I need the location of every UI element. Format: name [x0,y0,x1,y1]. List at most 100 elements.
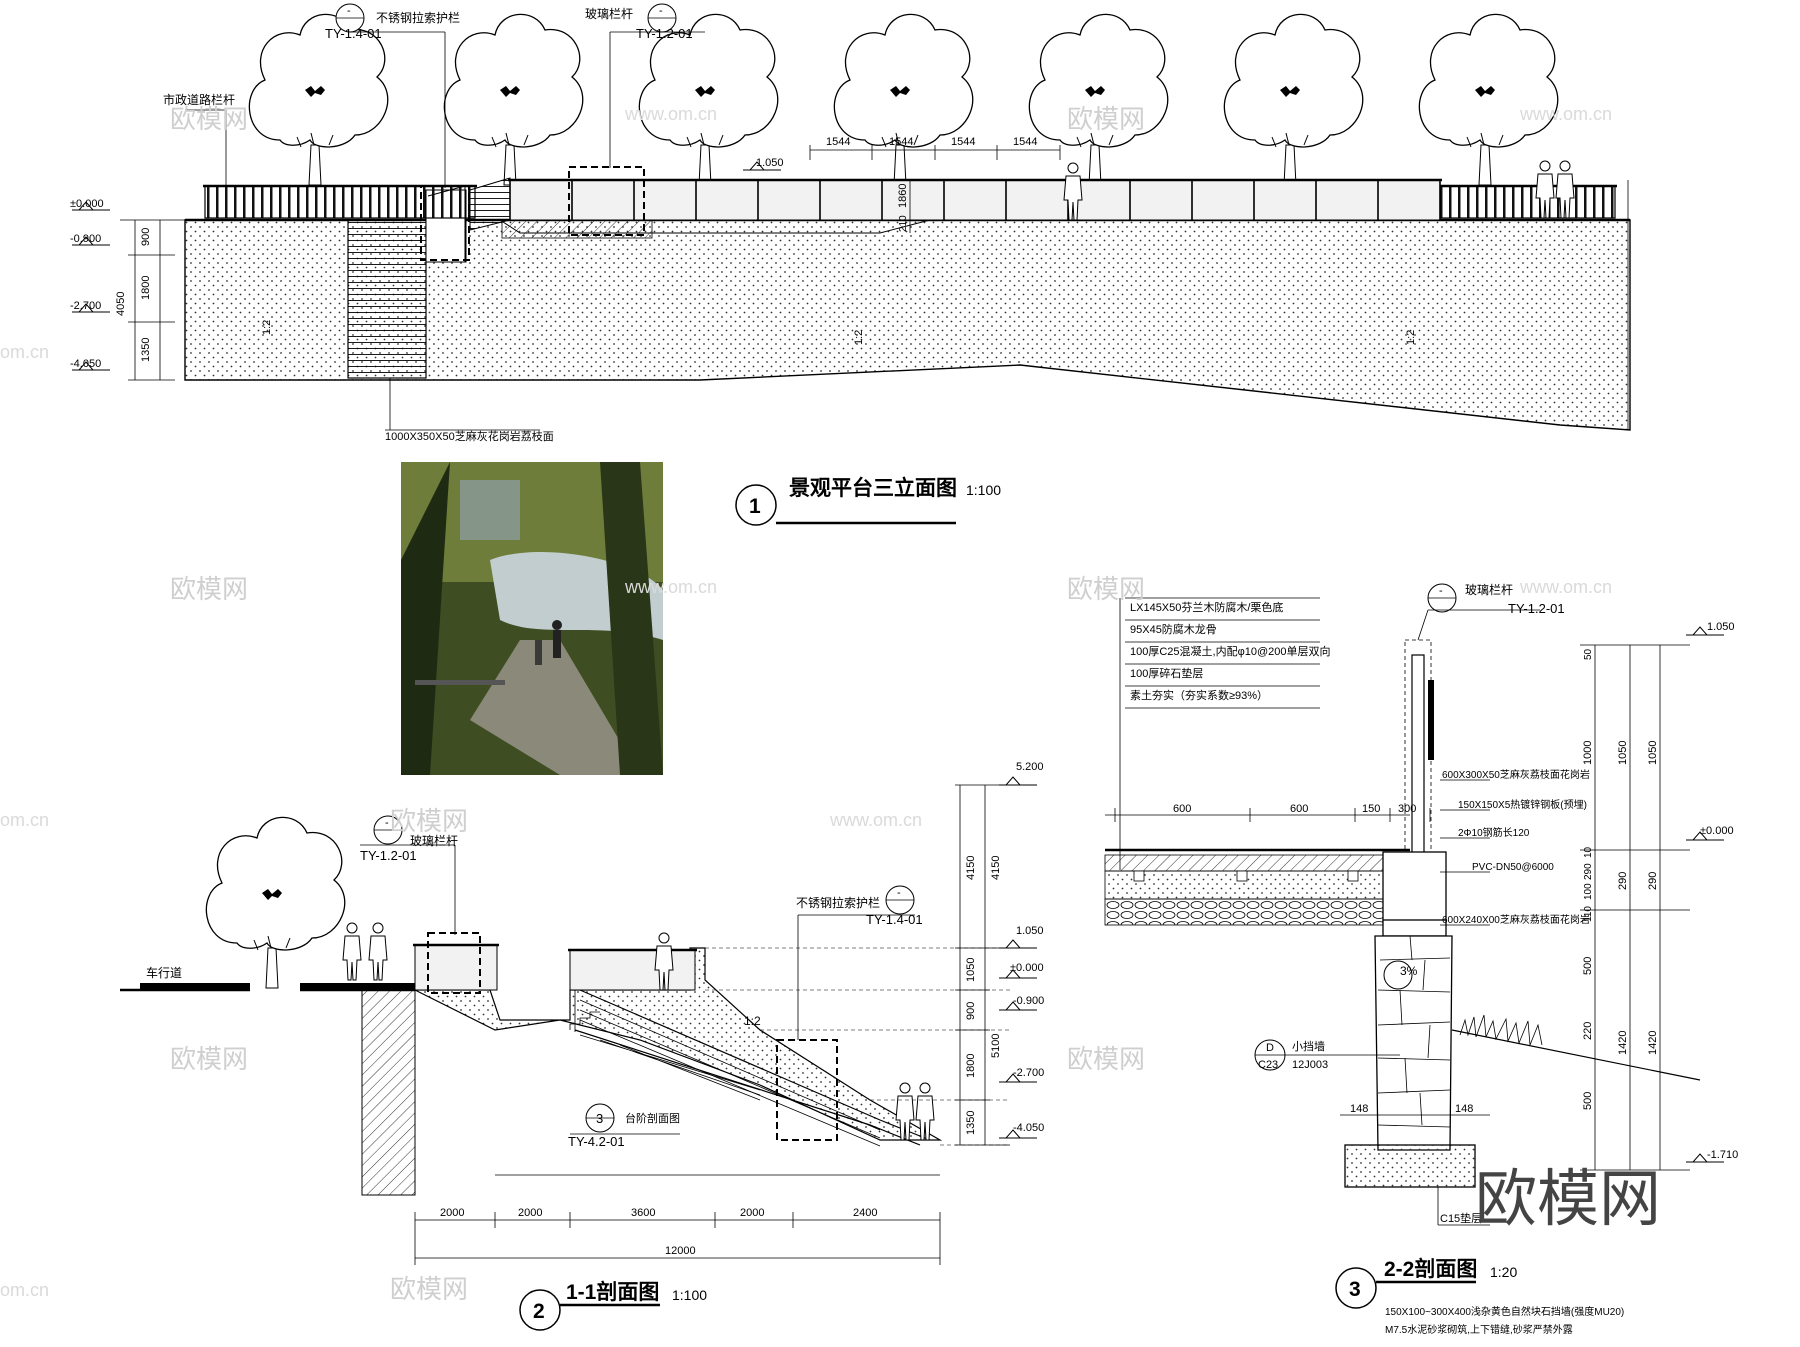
s22-va-50: 50 [1583,648,1594,660]
stone-note: 1000X350X50芝麻灰花岗岩荔枝面 [385,429,554,443]
s11-glass-dash: - [385,817,389,829]
s22-vb-1050: 1050 [1617,741,1629,765]
s22-vc-1050: 1050 [1647,741,1659,765]
s22-glass-label: 玻璃栏杆 [1465,582,1513,597]
section22-scale: 1:20 [1490,1264,1517,1280]
wall-label: 小挡墙 [1292,1039,1325,1053]
section11-drawing [120,776,1038,1265]
rebar: 2Φ10钢筋长120 [1458,826,1530,839]
s11-dim-4150b: 4150 [990,856,1002,880]
s11-total: 12000 [665,1245,696,1257]
layer-1: LX145X50芬兰木防腐木/栗色底 [1130,600,1283,614]
s22-level-1050: 1.050 [1707,621,1735,633]
watermark-1: 欧模网 [170,104,248,134]
s11-dim-2400: 2400 [853,1207,877,1219]
title-num-2: 2 [533,1300,545,1323]
watermark-3: 欧模网 [1067,104,1145,134]
s11-glass-rail-ref: TY-1.2-01 [360,848,417,863]
elevation-scale: 1:100 [966,482,1001,498]
glass-rail-dash: - [659,5,663,17]
s11-dim-5100: 5100 [990,1034,1002,1058]
dim-1544-d: 1544 [1013,136,1037,148]
wall-ref1: C23 [1258,1059,1278,1071]
s11-dim-1800: 1800 [965,1054,977,1078]
level-0: ±0.000 [70,198,104,210]
steel-plate: 150X150X5热镀锌钢板(预埋) [1458,798,1587,811]
s11-level-1050: 1.050 [1016,925,1044,937]
s22-va-1000: 1000 [1582,741,1594,765]
watermark-2: www.om.cn [624,104,717,124]
dim-1544-c: 1544 [951,136,975,148]
watermark-8: 欧模网 [1067,574,1145,604]
s22-level-m1710: -1.710 [1707,1149,1738,1161]
watermark-13: 欧模网 [170,1044,248,1074]
layer-3: 100厚C25混凝土,内配φ10@200单层双向 [1130,644,1330,658]
s11-level-m0900: -0.900 [1013,995,1044,1007]
s11-slope: 1:2 [744,1014,761,1028]
section22-drawing [1104,583,1725,1226]
wall-sym: D [1266,1042,1274,1054]
stone-cap: 600X300X50芝麻灰荔枝面花岗岩 [1442,768,1590,781]
layer-2: 95X45防腐木龙骨 [1130,622,1217,636]
s22-va-100: 100 [1583,883,1594,900]
s22-dim-148a: 148 [1350,1103,1368,1115]
watermarks: 欧模网 www.om.cn 欧模网 www.om.cn om.cn 欧模网 ww… [0,104,1661,1304]
watermark-14: 欧模网 [1067,1044,1145,1074]
level-m4050: -4.050 [70,358,101,370]
s11-level-0: ±0.000 [1010,962,1044,974]
layer-4: 100厚碎石垫层 [1130,666,1203,680]
note-2: M7.5水泥砂浆砌筑,上下错缝,砂浆严禁外露 [1385,1323,1573,1336]
road-rail-label: 市政道路栏杆 [163,92,235,107]
section11-texts: 车行道 玻璃栏杆 TY-1.2-01 - 不锈钢拉索护栏 TY-1.4-01 -… [146,761,1044,1257]
watermark-6: 欧模网 [170,574,248,604]
s11-dim-4150a: 4150 [965,856,977,880]
s11-level-m4050: -4.050 [1013,1122,1044,1134]
title-num-1: 1 [749,495,761,518]
step-num: 3 [596,1111,603,1126]
dim-900: 900 [140,228,152,246]
road-label: 车行道 [146,965,182,980]
watermark-11: 欧模网 [390,806,468,836]
s11-ss-rail-label: 不锈钢拉索护栏 [796,895,880,910]
glass-rail-label: 玻璃栏杆 [585,6,633,21]
elevation-title-text: 景观平台三立面图 [789,476,957,500]
wall-ref2: 12J003 [1292,1059,1328,1071]
s22-glass-ref: TY-1.2-01 [1508,601,1565,616]
s11-dim-1350: 1350 [965,1111,977,1135]
s22-va-220: 220 [1582,1022,1594,1040]
dim-210: 210 [898,215,909,232]
s22-vc-290: 290 [1647,872,1659,890]
s11-dim-2000c: 2000 [740,1207,764,1219]
watermark-4: www.om.cn [1519,104,1612,124]
ss-rail-ref: TY-1.4-01 [325,26,382,41]
section22-texts: LX145X50芬兰木防腐木/栗色底 95X45防腐木龙骨 100厚C25混凝土… [1130,582,1738,1336]
slope-pct: 3% [1400,964,1418,978]
dim-1800: 1800 [140,276,152,300]
s11-glass-rail-label: 玻璃栏杆 [410,833,458,848]
slope-3: 1:2 [1405,330,1417,345]
section11-scale: 1:100 [672,1287,707,1303]
elevation-title: 1 景观平台三立面图 1:100 [735,476,1001,526]
stone-base: 600X240X00芝麻灰荔枝面花岗岩 [1442,913,1590,926]
s11-level-m2700: -2.700 [1013,1067,1044,1079]
s22-vb-1420: 1420 [1617,1031,1629,1055]
s11-ss-rail-ref: TY-1.4-01 [866,912,923,927]
s22-dim-148b: 148 [1455,1103,1473,1115]
s22-va-290: 290 [1583,863,1594,880]
reference-photo [401,462,663,775]
ss-rail-dash: - [347,5,351,17]
s22-dim-300: 300 [1398,803,1416,815]
title-num-3: 3 [1349,1278,1361,1301]
s22-va-500a: 500 [1582,957,1594,975]
section22-title: 3 2-2剖面图 1:20 [1335,1257,1517,1309]
watermark-10: om.cn [0,810,49,830]
level-m2700: -2.700 [70,300,101,312]
s11-dim-1050: 1050 [965,958,977,982]
s22-va-10: 10 [1583,846,1594,858]
dim-1350: 1350 [140,338,152,362]
ss-rail-label: 不锈钢拉索护栏 [376,10,460,25]
watermark-9: www.om.cn [1519,577,1612,597]
watermark-16: 欧模网 [390,1274,468,1304]
s22-glass-dash: - [1439,585,1443,597]
